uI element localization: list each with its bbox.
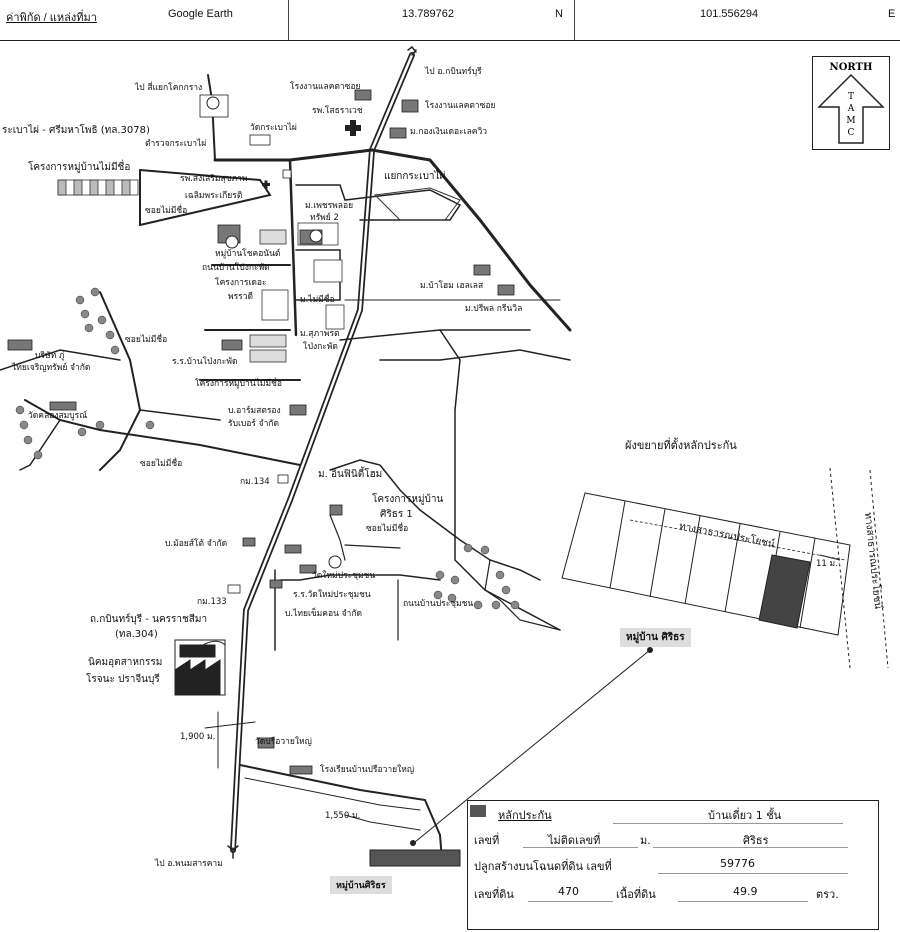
label-village-siri-tag: หมู่บ้าน ศิริธร bbox=[620, 628, 691, 647]
svg-text:C: C bbox=[848, 128, 855, 138]
label-road-304-2: (ทล.304) bbox=[115, 629, 158, 640]
label-estate-2: โรจนะ ปราจีนบุรี bbox=[86, 674, 160, 685]
header-bar: ค่าพิกัด / แหล่งที่มา Google Earth 13.78… bbox=[0, 0, 900, 41]
legend-deed-no: 59776 bbox=[720, 857, 755, 870]
label-wat-preuk: วัดปรือวายใหญ่ bbox=[255, 737, 312, 747]
latitude-dir: N bbox=[555, 8, 563, 20]
longitude-dir: E bbox=[888, 8, 896, 20]
header-divider bbox=[574, 0, 575, 40]
legend-built-on: ปลูกสร้างบนโฉนดที่ดิน เลขที่ bbox=[474, 860, 612, 873]
label-to-intersection: ไป สี่แยกโคกกราง bbox=[135, 83, 203, 93]
legend-box: หลักประกัน บ้านเดี่ยว 1 ชั้น เลขที่ ไม่ต… bbox=[467, 800, 879, 930]
label-junction: แยกกระเบาไผ่ bbox=[384, 171, 446, 182]
latitude-value: 13.789762 bbox=[402, 8, 454, 20]
label-dist-1900: 1,900 ม. bbox=[180, 732, 216, 742]
label-road-304: ถ.กบินทร์บุรี - นครราชสีมา bbox=[90, 614, 208, 625]
legend-number-label: เลขที่ bbox=[474, 834, 500, 847]
label-village-klong: ม.กองเงินเดอะเลควิว bbox=[410, 127, 488, 137]
label-soi-noname-4: ซอยไม่มีชื่อ bbox=[366, 524, 409, 534]
svg-text:A: A bbox=[847, 104, 855, 114]
label-village-phet: ม.เพชรพลอย bbox=[305, 201, 354, 211]
legend-land-no: 470 bbox=[558, 885, 579, 898]
legend-collateral: หลักประกัน bbox=[498, 809, 552, 822]
label-wat-mai: วัดใหม่ประชุมชน bbox=[312, 571, 376, 581]
label-road-3078: ระเบาไผ่ - ศรีมหาโพธิ (ทล.3078) bbox=[2, 125, 150, 136]
collateral-plot bbox=[758, 554, 811, 629]
label-factory-2: โรงงานแลคตาซอย bbox=[425, 101, 496, 111]
label-project-siri: โครงการหมู่บ้าน bbox=[372, 494, 444, 505]
label-wat-krabao: วัดกระเบาไผ่ bbox=[250, 123, 297, 133]
label-hospital-sot: รพ.โสธราเวช bbox=[312, 106, 363, 116]
label-company-moi: บ.ม้อยส์โต้ จำกัด bbox=[165, 539, 228, 549]
location-map bbox=[0, 45, 889, 867]
label-project-dara-2: พรรวดี bbox=[228, 292, 254, 302]
label-company-ar: บ.อาร์มสตรอง bbox=[228, 406, 281, 416]
collateral-swatch bbox=[470, 805, 486, 817]
label-village-ba: ม.บ้าโฮม เฮลเลส bbox=[420, 281, 484, 291]
label-dist-1550: 1,550 ม. bbox=[325, 811, 361, 821]
north-arrow: NORTH T A M C bbox=[812, 56, 890, 150]
label-village-siri-bottom: หมู่บ้านศิริธร bbox=[330, 876, 392, 894]
label-km134: กม.134 bbox=[240, 477, 270, 487]
label-company-thai: บริษัท ภู่ bbox=[35, 351, 65, 361]
label-village-infinity: ม. อินฟินิตี้โฮม bbox=[318, 469, 383, 480]
label-school-pong: ร.ร.บ้านโป่งกะพัด bbox=[172, 357, 238, 367]
location-label: ค่าพิกัด / แหล่งที่มา bbox=[6, 12, 97, 24]
label-wat-klong: วัดคลองสมบูรณ์ bbox=[28, 411, 88, 421]
legend-land-no-label: เลขที่ดิน bbox=[474, 888, 514, 901]
longitude-value: 101.556294 bbox=[700, 8, 759, 20]
label-school-preuk: โรงเรียนบ้านปรือวายใหญ่ bbox=[320, 765, 415, 775]
label-school-wat-mai: ร.ร.วัดใหม่ประชุมชน bbox=[293, 590, 371, 600]
label-soi-noname-1: ซอยไม่มีชื่อ bbox=[145, 206, 188, 216]
label-village-pri: ม.ปรีพล กรีนวิล bbox=[465, 304, 523, 314]
label-company-thaikem: บ.ไทยเข็มคอน จำกัด bbox=[285, 609, 362, 619]
north-text: NORTH bbox=[830, 62, 873, 73]
legend-area-label: เนื้อที่ดิน bbox=[616, 888, 656, 901]
svg-text:T: T bbox=[848, 92, 854, 102]
label-hospital-health-2: เฉลิมพระเกียรติ bbox=[185, 191, 243, 201]
legend-area: 49.9 bbox=[733, 885, 758, 898]
label-village-noname: ม.ไม่มีชื่อ bbox=[300, 295, 335, 305]
label-village-suphap-2: โป่งกะพัด bbox=[303, 342, 338, 352]
label-estate: นิคมอุตสาหกรรม bbox=[88, 657, 163, 668]
label-village-chot: หมู่บ้านโชคอนันต์ bbox=[215, 249, 281, 259]
label-village-phet-2: ทรัพย์ 2 bbox=[310, 213, 339, 223]
label-project-noname-1: โครงการหมู่บ้านไม่มีชื่อ bbox=[28, 162, 131, 173]
label-factory-1: โรงงานแลคตาซอย bbox=[290, 82, 361, 92]
label-village-suphap: ม.สุภาพรต bbox=[300, 329, 340, 339]
label-police: ตำรวจกระเบาไผ่ bbox=[145, 139, 207, 149]
legend-number-value: ไม่ติดเลขที่ bbox=[548, 834, 601, 847]
legend-moo-label: ม. bbox=[640, 834, 651, 847]
label-width-11: 11 ม. bbox=[816, 559, 838, 569]
label-hospital-health: รพ.ส่งเสริมสุขภาพ bbox=[180, 174, 248, 184]
source-name: Google Earth bbox=[168, 8, 233, 20]
label-km133: กม.133 bbox=[197, 597, 227, 607]
label-project-noname-2: โครงการหมู่บ้านไม่มีชื่อ bbox=[195, 379, 282, 389]
header-divider bbox=[288, 0, 289, 40]
legend-unit: ตรว. bbox=[816, 888, 839, 901]
label-road-prachum: ถนนบ้านประชุมชน bbox=[403, 599, 474, 609]
svg-text:M: M bbox=[846, 116, 855, 126]
road-3078 bbox=[213, 148, 374, 162]
label-company-thai-2: ไทยเจริญทรัพย์ จำกัด bbox=[12, 363, 91, 373]
label-plot-title: ผังขยายที่ตั้งหลักประกัน bbox=[625, 439, 737, 452]
label-soi-noname-3: ซอยไม่มีชื่อ bbox=[140, 459, 183, 469]
legend-moo-value: ศิริธร bbox=[743, 834, 769, 847]
label-soi-noname-2: ซอยไม่มีชื่อ bbox=[125, 335, 168, 345]
legend-building: บ้านเดี่ยว 1 ชั้น bbox=[708, 809, 782, 822]
label-road-khok: ถนนบ้านโป่งกะพัด bbox=[202, 263, 270, 273]
label-project-dara: โครงการเดอะ bbox=[215, 278, 267, 288]
village-block bbox=[369, 849, 461, 867]
label-to-phanom: ไป อ.พนมสารคาม bbox=[155, 859, 223, 869]
label-company-ar-2: รับเบอร์ จำกัด bbox=[228, 419, 280, 429]
label-to-kabin: ไป อ.กบินทร์บุรี bbox=[425, 67, 482, 77]
label-project-siri-2: ศิริธร 1 bbox=[380, 509, 413, 520]
